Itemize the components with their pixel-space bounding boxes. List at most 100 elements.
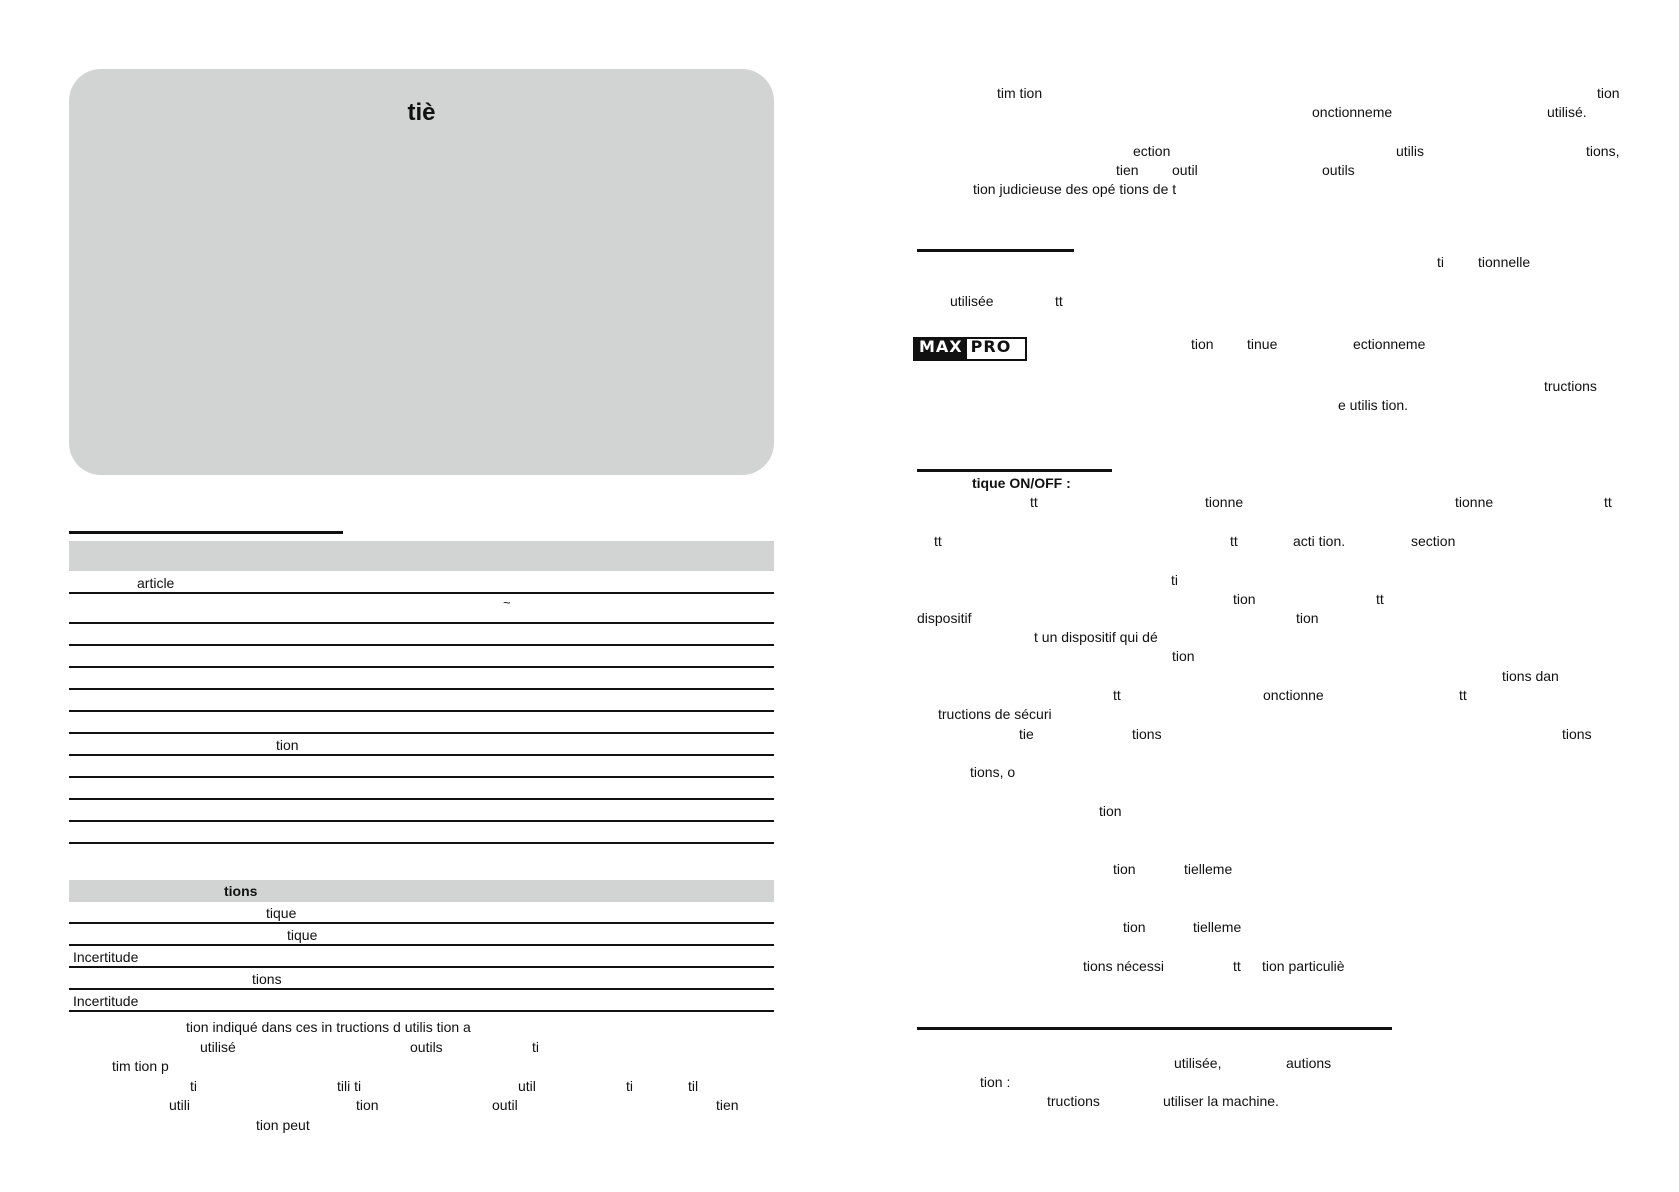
text-fragment: tt [1233,958,1241,974]
text-fragment: utilisé. [1547,104,1587,120]
row-divider [69,754,774,756]
paragraph-fragment: ti [190,1078,197,1094]
text-fragment: tt [1604,494,1612,510]
row-divider [69,944,774,946]
spec-row-label: tion [276,737,299,753]
paragraph-fragment: tili ti [337,1078,362,1094]
text-fragment: tien [1116,162,1139,178]
text-fragment: tionnelle [1478,254,1531,270]
paragraph-fragment: util [518,1078,536,1094]
text-fragment: tinue [1247,336,1278,352]
row-divider [69,922,774,924]
row-divider [69,732,774,734]
text-fragment: autions [1286,1055,1332,1071]
section-rule-1 [69,531,343,534]
text-fragment: tion [1597,85,1620,101]
spec-row-value: ~ [503,595,511,610]
text-fragment: onctionne [1263,687,1324,703]
text-fragment: acti tion. [1293,533,1346,549]
paragraph-fragment: outil [492,1097,518,1113]
text-fragment: dispositif [917,610,972,626]
text-fragment: ectionneme [1353,336,1426,352]
text-fragment: tt [1030,494,1038,510]
text-fragment: e utilis tion. [1338,397,1409,413]
logo-max-text: MAX [915,339,967,359]
spec-table-1-header [69,541,774,571]
row-divider [69,688,774,690]
paragraph-fragment: tion indiqué dans ces in tructions d uti… [186,1019,471,1035]
text-fragment: tion [1233,591,1256,607]
paragraph-fragment: ti [532,1039,539,1055]
spec-row-label: tions [252,971,282,987]
spec-row-label: Incertitude [73,993,139,1009]
text-fragment: tion : [980,1074,1011,1090]
header-panel: tiè [69,69,774,475]
row-divider [69,622,774,624]
text-fragment: outil [1172,162,1198,178]
text-fragment: utilis [1396,143,1425,159]
section-rule-3 [917,469,1112,472]
row-divider [69,776,774,778]
spec-row-label: Incertitude [73,949,139,965]
text-fragment: tion particuliè [1262,958,1345,974]
row-divider [69,1010,774,1012]
row-divider [69,592,774,594]
text-fragment: utilisée, [1174,1055,1222,1071]
text-fragment: tion [1172,648,1195,664]
text-fragment: tt [1376,591,1384,607]
text-fragment: tructions [1544,378,1597,394]
text-fragment: tion [1191,336,1214,352]
text-fragment: tt [934,533,942,549]
text-fragment: tim tion [997,85,1043,101]
text-fragment: tion [1296,610,1319,626]
row-divider [69,644,774,646]
text-fragment: tionne [1205,494,1244,510]
text-fragment: tions, [1586,143,1620,159]
maxpro-logo: MAX PRO [913,337,1027,361]
row-divider [69,666,774,668]
text-fragment: tions dan [1502,668,1559,684]
logo-pro-text: PRO [970,337,1012,356]
text-fragment: utiliser la machine. [1163,1093,1279,1109]
text-fragment: tion [1123,919,1146,935]
spec-table-2-title: tions [224,883,258,899]
text-fragment: tions [1562,726,1592,742]
panel-title: tiè [407,99,436,126]
text-fragment: outils [1322,162,1355,178]
text-fragment: tielleme [1184,861,1233,877]
paragraph-fragment: tion peut [256,1117,310,1133]
paragraph-fragment: utili [169,1097,191,1113]
text-fragment: tion judicieuse des opé tions de t [973,181,1177,197]
row-divider [69,820,774,822]
section-rule-2 [917,249,1074,252]
paragraph-fragment: ti [626,1078,633,1094]
row-divider [69,966,774,968]
section-rule-4 [917,1027,1392,1030]
text-fragment: tt [1230,533,1238,549]
paragraph-fragment: tion [356,1097,379,1113]
paragraph-fragment: outils [410,1039,443,1055]
spec-table-2-header [69,880,774,902]
text-fragment: ection [1133,143,1171,159]
row-divider [69,988,774,990]
spec-row-label: tique [287,927,318,943]
paragraph-fragment: til [688,1078,699,1094]
text-fragment: t un dispositif qui dé [1034,629,1158,645]
row-divider [69,842,774,844]
row-divider [69,710,774,712]
text-fragment: tie [1019,726,1034,742]
text-fragment: tt [1055,293,1063,309]
paragraph-fragment: tim tion p [112,1058,169,1074]
paragraph-fragment: tien [716,1097,739,1113]
text-fragment: ti [1437,254,1444,270]
paragraph-fragment: utilisé [200,1039,236,1055]
text-fragment: utilisée [950,293,994,309]
text-fragment: tion [1113,861,1136,877]
text-fragment: tructions de sécuri [938,706,1052,722]
text-fragment: tique ON/OFF : [972,475,1071,491]
text-fragment: tt [1113,687,1121,703]
spec-row-label: article [137,575,175,591]
text-fragment: tielleme [1193,919,1242,935]
text-fragment: tions, o [970,764,1016,780]
spec-row-label: tique [266,905,297,921]
